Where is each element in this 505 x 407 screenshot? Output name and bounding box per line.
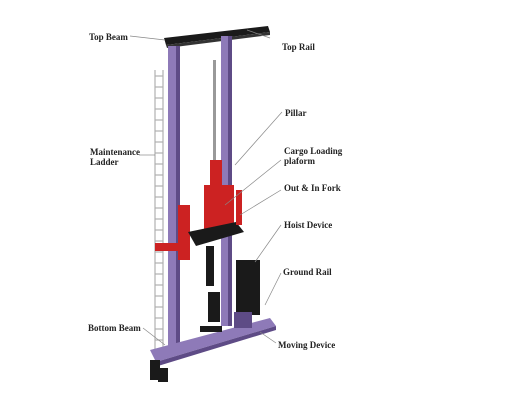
label-bottom-beam: Bottom Beam	[88, 323, 141, 333]
label-moving-device: Moving Device	[278, 340, 336, 350]
moving-device	[200, 312, 252, 332]
out-in-fork	[236, 190, 242, 225]
left-pillar	[168, 46, 180, 346]
label-pillar: Pillar	[285, 108, 307, 118]
right-pillar	[213, 36, 232, 326]
label-top-rail: Top Rail	[282, 42, 315, 52]
maintenance-ladder	[154, 70, 164, 355]
label-top-beam: Top Beam	[89, 32, 128, 42]
cargo-loading-platform	[155, 160, 244, 286]
hoist-device	[208, 260, 260, 322]
label-maintenance-ladder: Maintenance Ladder	[90, 147, 140, 167]
bottom-beam	[150, 318, 276, 382]
label-hoist-device: Hoist Device	[284, 220, 333, 230]
leader-lines	[129, 29, 283, 346]
top-beam	[164, 26, 270, 48]
label-ground-rail: Ground Rail	[283, 267, 332, 277]
label-out-in-fork: Out & In Fork	[284, 183, 341, 193]
label-cargo-loading-platform: Cargo Loading plaform	[284, 146, 343, 166]
